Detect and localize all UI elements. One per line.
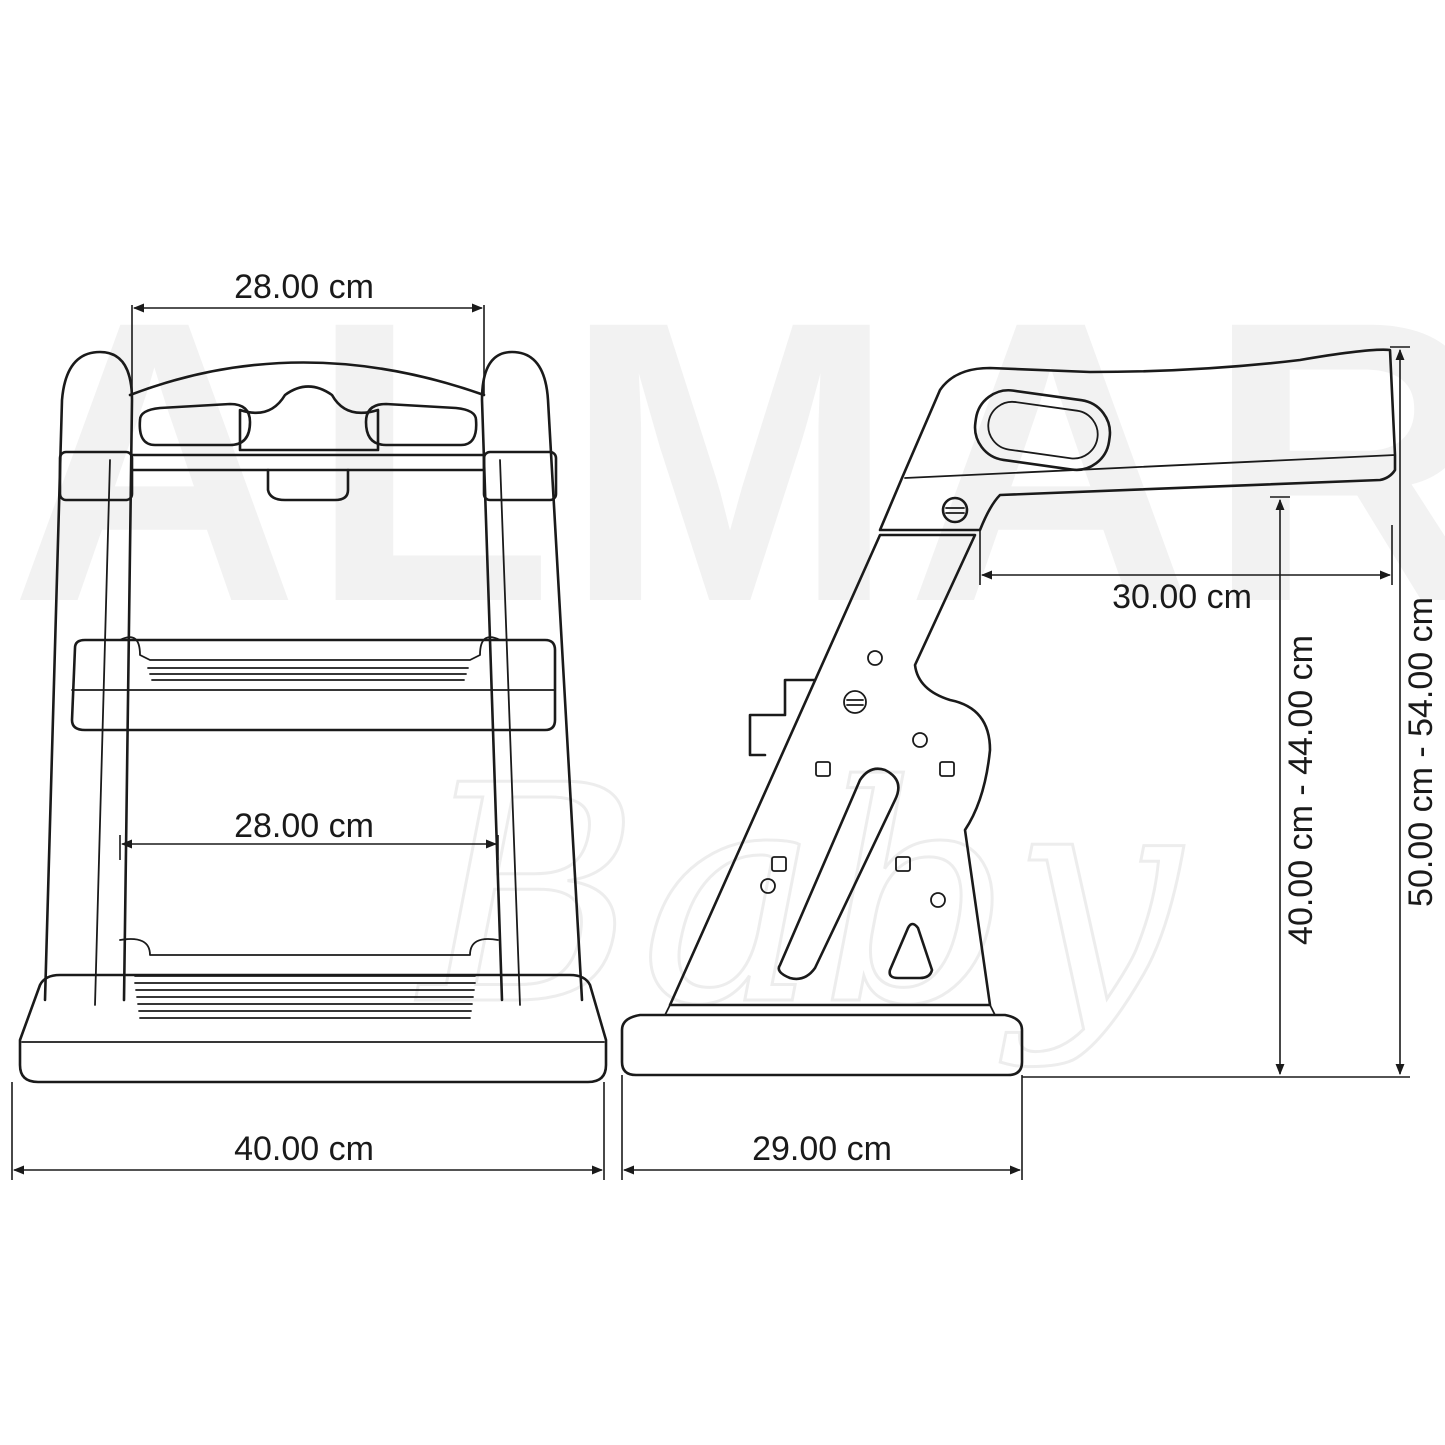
side-total-height-label: 50.00 cm - 54.00 cm bbox=[1402, 597, 1440, 907]
front-seat-pad-right bbox=[364, 402, 478, 447]
side-triangle-cutout bbox=[888, 922, 934, 980]
front-upper-step bbox=[70, 638, 557, 732]
side-base bbox=[620, 1013, 1024, 1077]
front-top-rail bbox=[128, 361, 486, 397]
watermark-brand: ALMAR bbox=[10, 238, 1445, 685]
front-seat-pad-left bbox=[138, 402, 252, 447]
front-splash-guard bbox=[238, 385, 380, 452]
front-left-leg bbox=[43, 350, 134, 1002]
side-slot bbox=[777, 767, 900, 981]
side-seat-depth-label: 30.00 cm bbox=[1112, 578, 1252, 616]
side-seat-grip bbox=[973, 388, 1112, 472]
side-frame bbox=[668, 533, 992, 1007]
side-handle-bracket bbox=[748, 678, 817, 757]
side-view: 30.00 cm 29.00 cm 40.00 cm - 44.00 cm 50… bbox=[620, 346, 1440, 1180]
side-step-height-label: 40.00 cm - 44.00 cm bbox=[1282, 635, 1320, 945]
front-left-collar bbox=[58, 450, 134, 502]
front-inner-width-label: 28.00 cm bbox=[234, 807, 374, 845]
front-seat-bar bbox=[130, 453, 486, 472]
watermark-sub: Baby bbox=[415, 722, 1184, 1071]
front-top-width-label: 28.00 cm bbox=[234, 268, 374, 306]
side-base-depth-label: 29.00 cm bbox=[752, 1130, 892, 1168]
side-seat bbox=[878, 348, 1397, 532]
front-view: 28.00 cm 28.00 cm 40.00 cm bbox=[11, 268, 608, 1180]
watermark: ALMAR Baby bbox=[10, 238, 1445, 1073]
front-base-width-label: 40.00 cm bbox=[234, 1130, 374, 1168]
front-base bbox=[18, 973, 608, 1084]
front-right-collar bbox=[482, 450, 558, 502]
